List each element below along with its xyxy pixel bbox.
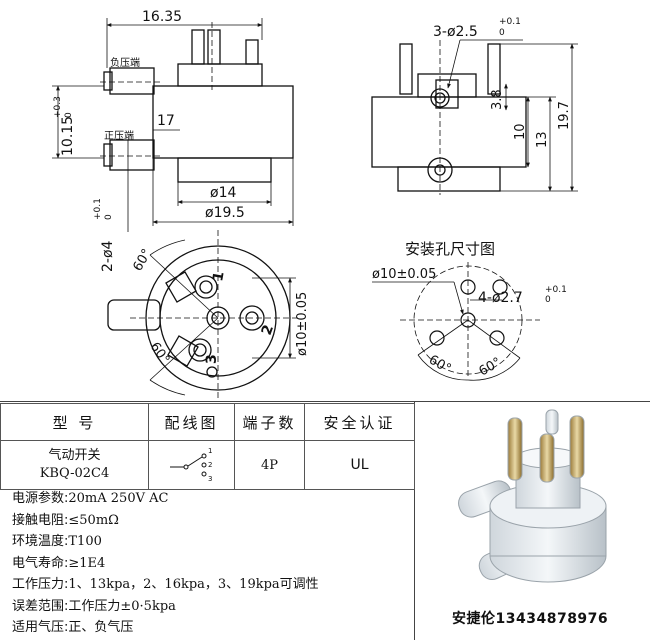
param-label: 工作压力:: [12, 577, 69, 592]
param-item: 适用气压:正、负气压: [12, 617, 412, 639]
header-certification: 安全认证: [304, 403, 415, 441]
model-code: KBQ-02C4: [39, 466, 110, 481]
dim-side-hole-tol-zero: 0: [104, 214, 114, 220]
mount-holes-tol-zero: 0: [545, 295, 551, 305]
param-item: 电气寿命:≥1E4: [12, 553, 412, 575]
dim-10: 10: [513, 123, 528, 140]
spec-table-row: 气动开关 KBQ-02C4 1 2 3 4P UL: [0, 440, 415, 490]
mount-holes-tol-plus: +0.1: [545, 285, 567, 295]
front-view: [52, 18, 294, 232]
dim-top-hole-tol-zero: 0: [499, 28, 505, 38]
param-label: 适用气压:: [12, 620, 69, 635]
side-view: [371, 39, 578, 195]
mount-hole-view: [372, 262, 540, 381]
pin-1-label: 1: [210, 270, 227, 282]
pin-3-label: 3: [204, 354, 220, 364]
wiring-label-1: 1: [208, 447, 212, 455]
mount-angle-right: 60°: [477, 355, 504, 380]
param-label: 电源参数:: [12, 491, 69, 506]
model-name: 气动开关: [48, 448, 101, 463]
dim-height-left: 10.15: [60, 116, 76, 156]
param-value: T100: [68, 534, 102, 549]
param-item: 环境温度:T100: [12, 531, 412, 553]
cell-certification: UL: [304, 440, 415, 490]
dim-17: 17: [157, 113, 175, 129]
param-label: 误差范围:: [12, 598, 69, 614]
param-value: 正、负气压: [68, 620, 134, 635]
spec-table-header: 型 号 配线图 端子数 安全认证: [0, 403, 415, 441]
param-item: 误差范围:工作压力±0·5kpa: [12, 596, 412, 618]
cell-terminals: 4P: [234, 440, 305, 490]
dim-side-hole-tol-plus: +0.1: [93, 198, 103, 220]
bottom-view: [107, 230, 300, 400]
divider-horizontal: [0, 401, 650, 402]
param-label: 接触电阻:: [12, 512, 69, 528]
param-item: 电源参数:20mA 250V AC: [12, 488, 412, 510]
wiring-diagram-icon: 1 2 3: [169, 447, 212, 483]
wiring-label-3: 3: [208, 475, 212, 483]
mount-title: 安装孔尺寸图: [405, 240, 495, 258]
dim-3-8: 3.8: [490, 89, 505, 110]
header-wiring: 配线图: [148, 403, 235, 441]
param-label: 环境温度:: [12, 534, 69, 549]
dim-13: 13: [535, 131, 550, 148]
divider-vertical: [414, 401, 415, 640]
dim-top-hole-tol-plus: +0.1: [499, 17, 521, 27]
dim-side-hole: 2-ø4: [100, 240, 116, 272]
mount-holes: 4-ø2.7: [478, 290, 523, 306]
param-list: 电源参数:20mA 250V AC 接触电阻:≤50mΩ 环境温度:T100 电…: [12, 488, 412, 639]
mount-angle-left: 60°: [426, 352, 453, 377]
spec-table: 型 号 配线图 端子数 安全认证 气动开关 KBQ-02C4 1 2 3: [0, 403, 415, 490]
param-value: ≥1E4: [68, 555, 106, 571]
product-photo: [458, 409, 607, 583]
dim-dia-19-5: ø19.5: [205, 205, 245, 221]
mount-dia: ø10±0.05: [372, 267, 436, 282]
contact-info: 安捷伦13434878976: [452, 611, 609, 627]
param-value: 20mA 250V AC: [68, 491, 169, 506]
param-value: 1、13kpa，2、16kpa，3、19kpa可调性: [68, 577, 319, 592]
dim-top-hole: 3-ø2.5: [433, 24, 478, 40]
label-neg-port: 负压端: [110, 56, 140, 69]
dim-height-left-tol-plus: +0.3: [53, 96, 63, 118]
wiring-label-2: 2: [208, 461, 212, 469]
param-value: ≤50mΩ: [68, 512, 119, 528]
dim-height-left-tol-zero: 0: [64, 112, 74, 118]
param-item: 工作压力:1、13kpa，2、16kpa，3、19kpa可调性: [12, 574, 412, 596]
dim-19-7: 19.7: [557, 101, 572, 130]
cell-wiring: 1 2 3: [148, 440, 235, 490]
dim-dia-14: ø14: [210, 185, 236, 201]
cell-model: 气动开关 KBQ-02C4: [0, 440, 149, 490]
header-terminals: 端子数: [234, 403, 305, 441]
pin-2-label: 2: [259, 323, 277, 338]
param-label: 电气寿命:: [12, 555, 69, 571]
param-value: 工作压力±0·5kpa: [68, 598, 176, 614]
dim-width-total: 16.35: [142, 9, 182, 25]
param-item: 接触电阻:≤50mΩ: [12, 510, 412, 532]
label-pos-port: 正压端: [104, 129, 134, 142]
technical-drawing: 16.35 负压端 正压端 10.15 +0.3 0 17 ø14 ø19.5 …: [52, 9, 578, 400]
dim-dia-10-side: ø10±0.05: [295, 292, 310, 356]
header-model: 型 号: [0, 403, 149, 441]
angle-top: 60°: [130, 247, 155, 274]
